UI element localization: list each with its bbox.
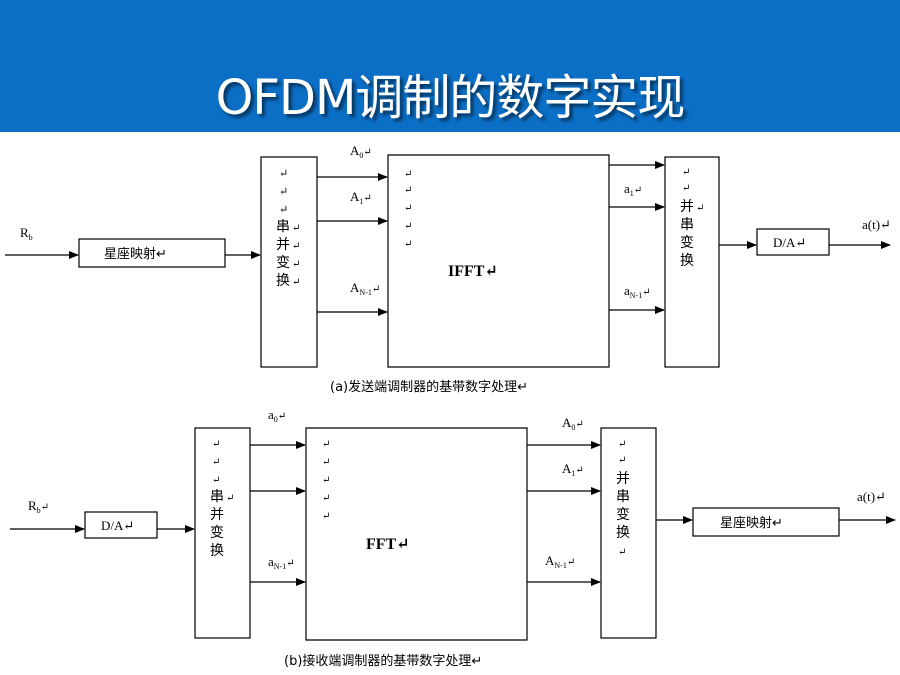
tx-label-A0: A0↵ (350, 143, 372, 160)
tx-ps-return-1: ↵ (682, 183, 690, 194)
tx-label-AN: AN-1↵ (350, 280, 380, 297)
rx-fft-return-1: ↵ (322, 457, 330, 468)
tx-sp-return-5: ↵ (292, 259, 300, 270)
transmitter-diagram (5, 154, 891, 368)
rx-ps-return-2: ↵ (618, 547, 626, 558)
tx-ps-char-0: 并 (680, 199, 694, 215)
rx-ps-box (600, 427, 657, 639)
rx-mapper-box (692, 507, 840, 537)
tx-ps-char-2: 变 (680, 235, 694, 251)
tx-input-label: Rb (20, 225, 33, 242)
rx-da-label: D/A↵ (101, 518, 134, 533)
rx-sp-return-0: ↵ (212, 439, 220, 450)
tx-ps-return-2: ↵ (696, 203, 704, 214)
rx-ps-return-1: ↵ (618, 455, 626, 466)
tx-sp-return-2: ↵ (279, 204, 288, 216)
rx-fft-label: FFT↵ (366, 536, 410, 553)
rx-da-box (84, 511, 158, 539)
tx-label-aN: aN-1↵ (624, 283, 651, 300)
rx-label-AN: AN-1↵ (545, 553, 575, 570)
rx-input-label: Rb↵ (28, 498, 49, 515)
tx-output-label: a(t)↵ (862, 217, 891, 232)
tx-sp-char-1: 并 (276, 237, 290, 253)
rx-label-aN: aN-1↵ (268, 554, 295, 571)
title-banner (0, 0, 900, 132)
ofdm-diagram: Rb 星座映射↵ ↵ ↵ ↵ 串 并 变 换 ↵ ↵ ↵ ↵ A0↵ A1↵ A… (5, 143, 896, 669)
tx-caption: (a)发送端调制器的基带数字处理↵ (330, 379, 528, 395)
tx-sp-char-0: 串 (276, 219, 290, 235)
rx-sp-box (194, 427, 251, 639)
tx-sp-return-6: ↵ (292, 277, 300, 288)
rx-output-label: a(t)↵ (857, 489, 886, 504)
rx-caption: (b)接收端调制器的基带数字处理↵ (284, 653, 482, 669)
tx-sp-return-3: ↵ (292, 223, 300, 234)
tx-ps-box (664, 156, 720, 368)
rx-fft-return-4: ↵ (322, 511, 330, 522)
tx-sp-return-0: ↵ (279, 168, 288, 180)
tx-da-box (756, 228, 830, 256)
rx-ps-char-2: 变 (616, 507, 630, 523)
tx-sp-char-2: 变 (276, 255, 290, 271)
slide-title: OFDM调制的数字实现 (215, 70, 686, 126)
receiver-diagram (10, 427, 896, 641)
tx-ps-return-0: ↵ (682, 167, 690, 178)
rx-fft-return-2: ↵ (322, 475, 330, 486)
tx-da-label: D/A↵ (773, 235, 806, 250)
rx-sp-return-1: ↵ (212, 457, 220, 468)
rx-sp-return-2: ↵ (212, 475, 220, 486)
rx-label-a0: a0↵ (268, 407, 286, 424)
tx-mapper-box (78, 238, 226, 268)
tx-sp-return-1: ↵ (279, 186, 288, 198)
rx-ps-return-0: ↵ (618, 439, 626, 450)
tx-fft-return-0: ↵ (404, 169, 412, 180)
tx-ps-char-3: 换 (680, 252, 694, 269)
tx-fft-return-1: ↵ (404, 185, 412, 196)
rx-label-A1: A1↵ (562, 461, 584, 478)
tx-label-a1: a1↵ (624, 181, 642, 198)
rx-sp-char-3: 换 (210, 542, 224, 559)
tx-sp-box (260, 156, 318, 368)
rx-fft-box (305, 427, 528, 641)
tx-sp-return-4: ↵ (292, 241, 300, 252)
rx-mapper-label: 星座映射↵ (720, 515, 783, 531)
tx-label-A1: A1↵ (350, 189, 372, 206)
rx-label-A0: A0↵ (562, 415, 584, 432)
rx-sp-return-3: ↵ (226, 493, 234, 504)
tx-mapper-label: 星座映射↵ (104, 246, 167, 262)
rx-fft-return-0: ↵ (322, 439, 330, 450)
tx-sp-char-3: 换 (276, 272, 290, 289)
rx-sp-char-1: 并 (210, 507, 224, 523)
tx-ifft-box (387, 154, 610, 368)
tx-fft-return-3: ↵ (404, 221, 412, 232)
rx-fft-return-3: ↵ (322, 493, 330, 504)
rx-ps-char-0: 并 (616, 471, 630, 487)
tx-ps-char-1: 串 (680, 217, 694, 233)
rx-sp-char-2: 变 (210, 525, 224, 541)
rx-sp-char-0: 串 (210, 489, 224, 505)
rx-ps-char-3: 换 (616, 524, 630, 541)
tx-ifft-label: IFFT↵ (448, 263, 498, 280)
rx-ps-char-1: 串 (616, 489, 630, 505)
tx-fft-return-4: ↵ (404, 239, 412, 250)
tx-fft-return-2: ↵ (404, 203, 412, 214)
